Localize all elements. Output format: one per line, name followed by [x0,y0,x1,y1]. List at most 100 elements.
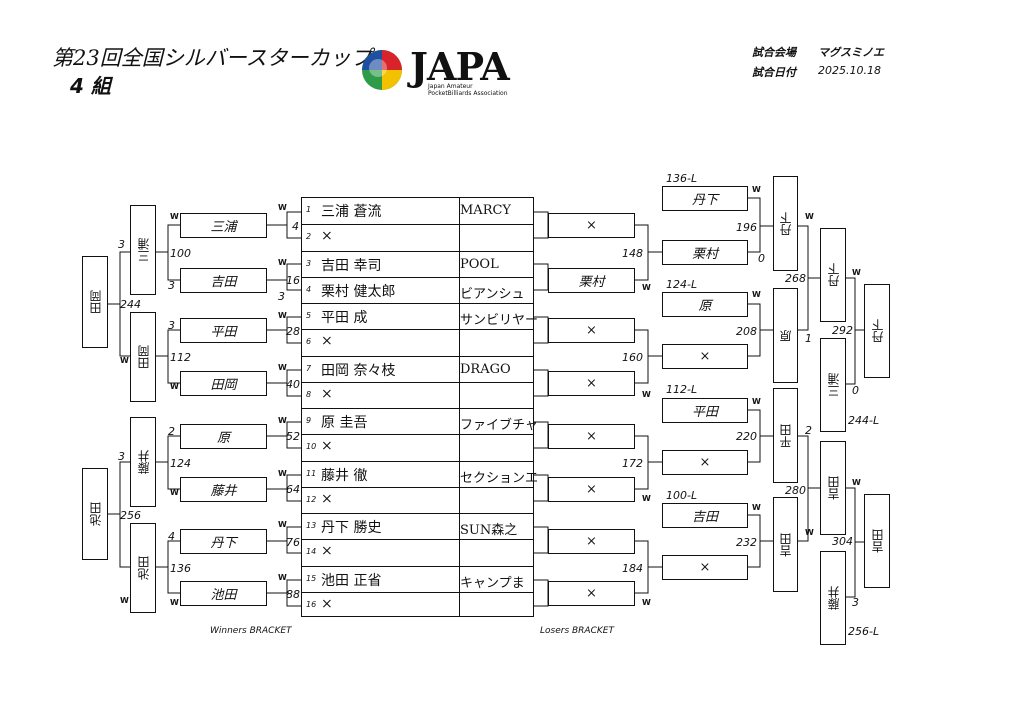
winner-mark: W [642,390,651,399]
date: 2025.10.18 [818,64,881,77]
score: 2 [805,424,812,437]
losers-r2-box-3: 原 [662,292,748,317]
loser-from-label: 244-L [848,414,880,427]
logo-text: JAPA [410,44,510,89]
match-no: 256 [120,509,141,522]
winner-mark: W [752,397,761,406]
losers-r2-box-4: × [662,344,748,369]
winners-r1-box-6: 藤井 [180,477,267,502]
tournament-title: 第23回全国シルバースターカップ [52,46,372,70]
winner-mark: W [752,185,761,194]
match-no: 292 [832,324,853,337]
match-no: 76 [286,536,300,549]
player-row: 2× [302,224,533,250]
winner-mark: W [170,598,179,607]
losers-r2-box-1: 丹下 [662,186,748,211]
venue: マグスミノエ [818,46,884,59]
japa-logo: JAPA Japan Amateur PocketBilliards Assoc… [358,44,528,102]
winner-mark: W [120,596,129,605]
losers-r4-box-1: 丹下 [820,228,846,322]
winner-mark: W [278,520,287,529]
winner-mark: W [278,573,287,582]
winner-mark: W [278,258,287,267]
logo-emblem-icon [362,50,402,90]
match-no: 100 [170,247,191,260]
winner-mark: W [170,382,179,391]
winner-mark: W [278,363,287,372]
losers-r4-box-2: 三浦 [820,338,846,432]
loser-from-label: 124-L [666,278,698,291]
player-row: 8× [302,381,533,408]
losers-r3-box-2: 原 [773,288,798,383]
score: 2 [168,425,175,438]
losers-r2-box-2: 栗村 [662,240,748,265]
match-no: 184 [622,562,643,575]
winners-r3-box-1: 田岡 [82,256,108,348]
loser-from-label: 100-L [666,489,698,502]
score: 3 [118,238,125,251]
losers-r2-box-6: × [662,450,748,475]
winner-mark: W [805,212,814,221]
losers-r1-box-8: × [548,581,635,606]
logo-sub1: Japan Amateur [428,83,473,90]
player-row: 14× [302,539,533,565]
match-no: 124 [170,457,191,470]
winner-mark: W [120,356,129,365]
winners-r2-box-2: 田岡 [130,312,156,402]
winners-r1-box-5: 原 [180,424,267,449]
score: 0 [758,252,765,265]
match-no: 112 [170,351,191,364]
winners-r1-box-8: 池田 [180,581,267,606]
match-no: 268 [785,272,806,285]
loser-from-label: 136-L [666,172,698,185]
winners-r1-box-1: 三浦 [180,213,267,238]
winners-r2-box-1: 三浦 [130,205,156,295]
date-label: 試合日付 [752,66,796,79]
winner-mark: W [805,528,814,537]
winner-mark: W [642,598,651,607]
score: 3 [168,319,175,332]
winners-r1-box-7: 丹下 [180,529,267,554]
losers-r1-box-5: × [548,424,635,449]
winner-mark: W [852,478,861,487]
player-row: 16× [302,591,533,618]
winner-mark: W [852,268,861,277]
winner-mark: W [642,283,651,292]
player-row: 10× [302,434,533,460]
score: 0 [852,384,859,397]
match-no: 208 [736,325,757,338]
winner-mark: W [170,212,179,221]
winners-r2-box-4: 池田 [130,523,156,613]
losers-r3-box-4: 吉田 [773,497,798,592]
match-no: 244 [120,298,141,311]
match-no: 16 [286,274,300,287]
losers-r3-box-1: 丹下 [773,176,798,271]
losers-bracket-label: Losers BRACKET [540,626,614,636]
losers-r5-box-2: 吉田 [864,494,890,588]
winner-mark: W [752,503,761,512]
losers-r1-box-3: × [548,318,635,343]
losers-r1-box-6: × [548,477,635,502]
winner-mark: W [278,416,287,425]
match-no: 52 [286,430,300,443]
score: 4 [168,530,175,543]
score: 3 [118,450,125,463]
match-no: 64 [286,483,300,496]
match-no: 88 [286,588,300,601]
score: 3 [168,279,175,292]
losers-r2-box-7: 吉田 [662,503,748,528]
losers-r2-box-5: 平田 [662,398,748,423]
losers-r4-box-4: 藤井 [820,551,846,645]
winners-r1-box-2: 吉田 [180,268,267,293]
match-no: 40 [286,378,300,391]
match-no: 304 [832,535,853,548]
